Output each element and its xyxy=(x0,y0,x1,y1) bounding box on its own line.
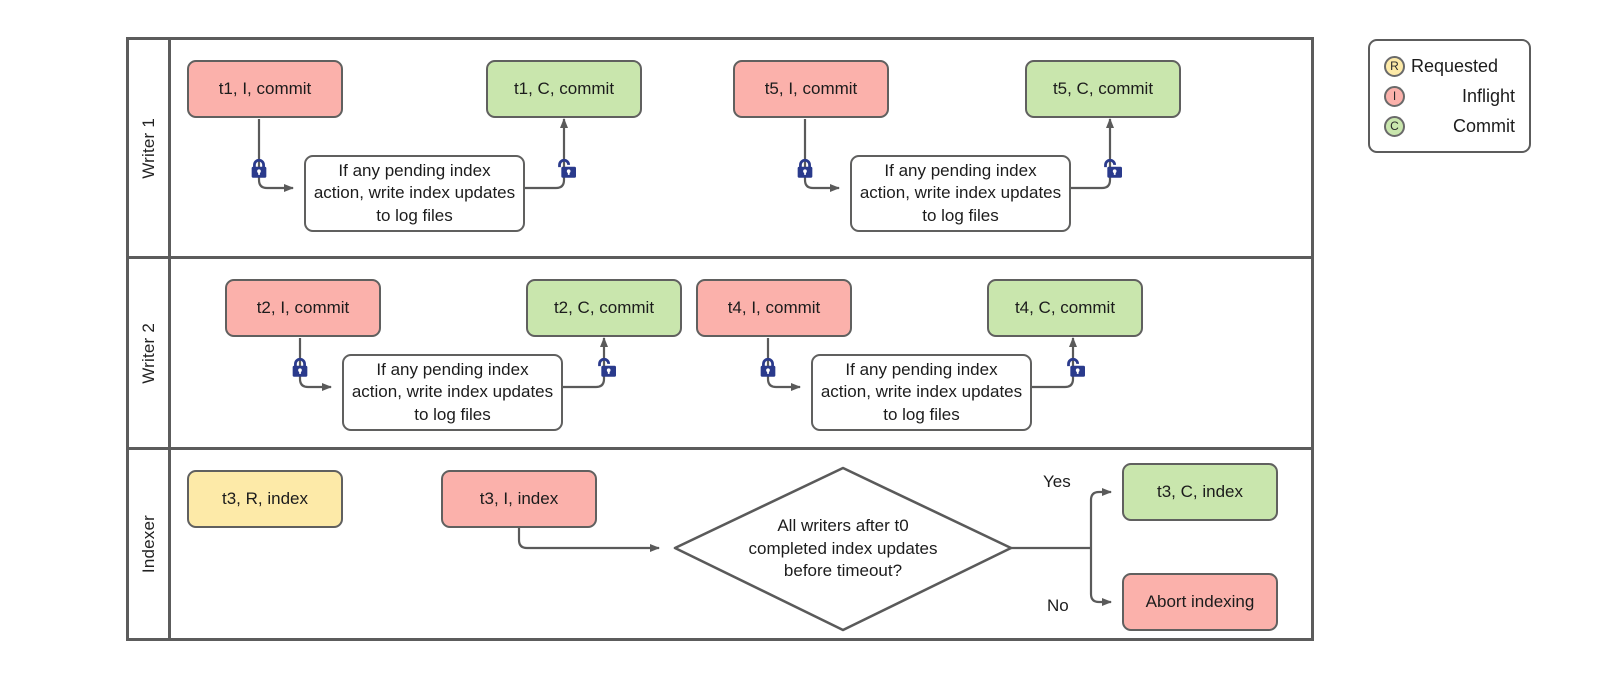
swimlane-frame: Writer 1 xyxy=(126,37,1314,641)
lane-header-writer-2: Writer 2 xyxy=(129,259,171,447)
lock-open-icon xyxy=(554,158,576,180)
legend-panel: R Requested I Inflight C Commit xyxy=(1368,39,1531,153)
node-w1-process-2[interactable]: If any pending index action, write index… xyxy=(850,155,1071,232)
legend-item-requested: R Requested xyxy=(1384,53,1517,80)
lock-open-icon xyxy=(1100,158,1122,180)
node-w1-t5-inflight[interactable]: t5, I, commit xyxy=(733,60,889,118)
legend-badge-commit-icon: C xyxy=(1384,115,1405,137)
lane-writer-2: Writer 2 t2, I, commit I xyxy=(129,259,1311,450)
node-w2-t2-inflight[interactable]: t2, I, commit xyxy=(225,279,381,337)
decision-line-3: before timeout? xyxy=(783,561,903,581)
decision-line-2: completed index updates xyxy=(748,538,938,558)
legend-badge-requested-icon: R xyxy=(1384,55,1405,77)
lane-body-writer-1: t1, I, commit If any pending index actio… xyxy=(171,40,1311,256)
legend-label-commit: Commit xyxy=(1453,115,1515,136)
node-w2-t2-commit[interactable]: t2, C, commit xyxy=(526,279,682,337)
lock-closed-icon xyxy=(289,357,311,379)
node-ix-t3-requested[interactable]: t3, R, index xyxy=(187,470,343,528)
node-w2-process-2[interactable]: If any pending index action, write index… xyxy=(811,354,1032,431)
node-w1-t5-commit[interactable]: t5, C, commit xyxy=(1025,60,1181,118)
legend-label-inflight: Inflight xyxy=(1461,85,1515,106)
lane-label-writer-2: Writer 2 xyxy=(138,322,158,384)
lane-writer-1: Writer 1 xyxy=(129,40,1311,259)
lane-indexer: Indexer xyxy=(129,450,1311,638)
lane-header-writer-1: Writer 1 xyxy=(129,40,171,256)
node-ix-t3-inflight[interactable]: t3, I, index xyxy=(441,470,597,528)
lane-body-indexer: t3, R, index t3, I, index All writers af… xyxy=(171,450,1311,638)
node-w1-t1-commit[interactable]: t1, C, commit xyxy=(486,60,642,118)
legend-item-inflight: I Inflight xyxy=(1384,83,1517,110)
lane-header-indexer: Indexer xyxy=(129,450,171,638)
edge-label-no: No xyxy=(1047,596,1069,615)
edge-label-yes: Yes xyxy=(1043,472,1071,491)
legend-item-commit: C Commit xyxy=(1384,113,1517,140)
node-w2-t4-commit[interactable]: t4, C, commit xyxy=(987,279,1143,337)
node-ix-t3-commit[interactable]: t3, C, index xyxy=(1122,463,1278,521)
legend-label-requested: Requested xyxy=(1411,55,1499,76)
node-ix-abort[interactable]: Abort indexing xyxy=(1122,573,1278,631)
lock-closed-icon xyxy=(794,158,816,180)
lock-open-icon xyxy=(1063,357,1085,379)
node-ix-decision[interactable]: All writers after t0 completed index upd… xyxy=(675,468,1011,630)
node-w1-process-1[interactable]: If any pending index action, write index… xyxy=(304,155,525,232)
lane-body-writer-2: t2, I, commit If any pending index actio… xyxy=(171,259,1311,447)
lock-closed-icon xyxy=(248,158,270,180)
legend-badge-inflight-icon: I xyxy=(1384,85,1405,107)
node-w2-t4-inflight[interactable]: t4, I, commit xyxy=(696,279,852,337)
lock-closed-icon xyxy=(757,357,779,379)
lock-open-icon xyxy=(594,357,616,379)
node-w2-process-1[interactable]: If any pending index action, write index… xyxy=(342,354,563,431)
decision-line-1: All writers after t0 xyxy=(777,515,909,535)
lane-label-indexer: Indexer xyxy=(138,514,158,574)
node-w1-t1-inflight[interactable]: t1, I, commit xyxy=(187,60,343,118)
lane-label-writer-1: Writer 1 xyxy=(138,117,158,179)
